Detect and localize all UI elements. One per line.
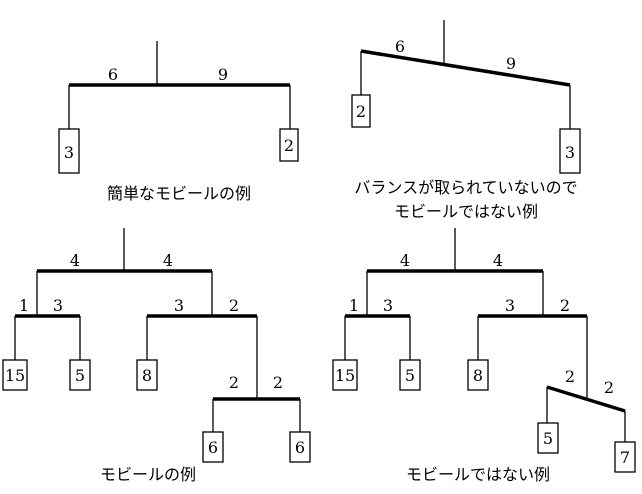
- weight-value: 6: [208, 438, 218, 457]
- weight-value: 3: [565, 143, 575, 162]
- weight-box: [559, 128, 581, 174]
- weight-box: [58, 128, 80, 174]
- weight-box: [69, 359, 91, 391]
- arm-length-label: 2: [229, 373, 239, 392]
- caption: モビールの例: [100, 465, 196, 484]
- weight-value: 7: [620, 448, 630, 467]
- weight-value: 5: [405, 366, 415, 385]
- arm-length-label: 3: [53, 296, 63, 315]
- arm-length-label: 2: [604, 378, 614, 397]
- arm-length-label: 1: [349, 296, 359, 315]
- mobile-unbalanced-example: 6 9 2 3 バランスが取られていないので モビールではない例: [351, 20, 581, 221]
- weight-box: [289, 431, 311, 463]
- weight-box: [2, 359, 28, 391]
- arm-length-label: 4: [400, 251, 410, 270]
- weight-value: 5: [75, 366, 85, 385]
- weight-box: [614, 441, 636, 473]
- weight-box: [279, 128, 299, 162]
- arm-length-label: 4: [493, 251, 503, 270]
- weight-value: 5: [543, 429, 553, 448]
- weight-box: [351, 94, 371, 128]
- arm-length-label: 2: [565, 367, 575, 386]
- weight-value: 3: [64, 143, 74, 162]
- arm-length-label: 6: [108, 65, 118, 84]
- arm-length-label: 2: [229, 296, 239, 315]
- weight-box: [136, 359, 158, 391]
- weight-box: [332, 359, 358, 391]
- weight-box: [202, 431, 224, 463]
- arm-length-label: 3: [505, 296, 515, 315]
- weight-box: [467, 359, 489, 391]
- rod: [546, 385, 626, 413]
- arm-length-label: 9: [506, 54, 516, 73]
- weight-value: 8: [142, 366, 152, 385]
- weight-value: 15: [335, 366, 355, 385]
- caption: 簡単なモビールの例: [107, 184, 251, 203]
- arm-length-label: 9: [218, 65, 228, 84]
- arm-length-label: 3: [174, 296, 184, 315]
- mobile-example: 4 4 1 3 15 5 3 2 8 2 2 6 6 モビールの例: [2, 228, 311, 484]
- weight-value: 2: [284, 136, 294, 155]
- arm-length-label: 1: [19, 296, 29, 315]
- mobile-simple-example: 6 9 3 2 簡単なモビールの例: [58, 41, 299, 203]
- rod: [360, 49, 571, 87]
- not-mobile-example: 4 4 1 3 15 5 3 2 8 2 2 5 7 モビールではない例: [332, 228, 636, 484]
- weight-value: 6: [295, 438, 305, 457]
- weight-value: 2: [356, 102, 366, 121]
- weight-value: 15: [5, 366, 25, 385]
- weight-value: 8: [473, 366, 483, 385]
- caption: モビールではない例: [406, 465, 550, 484]
- caption: バランスが取られていないので: [354, 178, 577, 197]
- weight-box: [537, 422, 559, 454]
- arm-length-label: 4: [163, 251, 173, 270]
- caption: モビールではない例: [394, 202, 538, 221]
- arm-length-label: 2: [560, 296, 570, 315]
- weight-box: [399, 359, 421, 391]
- arm-length-label: 6: [395, 37, 405, 56]
- arm-length-label: 2: [273, 373, 283, 392]
- arm-length-label: 3: [383, 296, 393, 315]
- arm-length-label: 4: [70, 251, 80, 270]
